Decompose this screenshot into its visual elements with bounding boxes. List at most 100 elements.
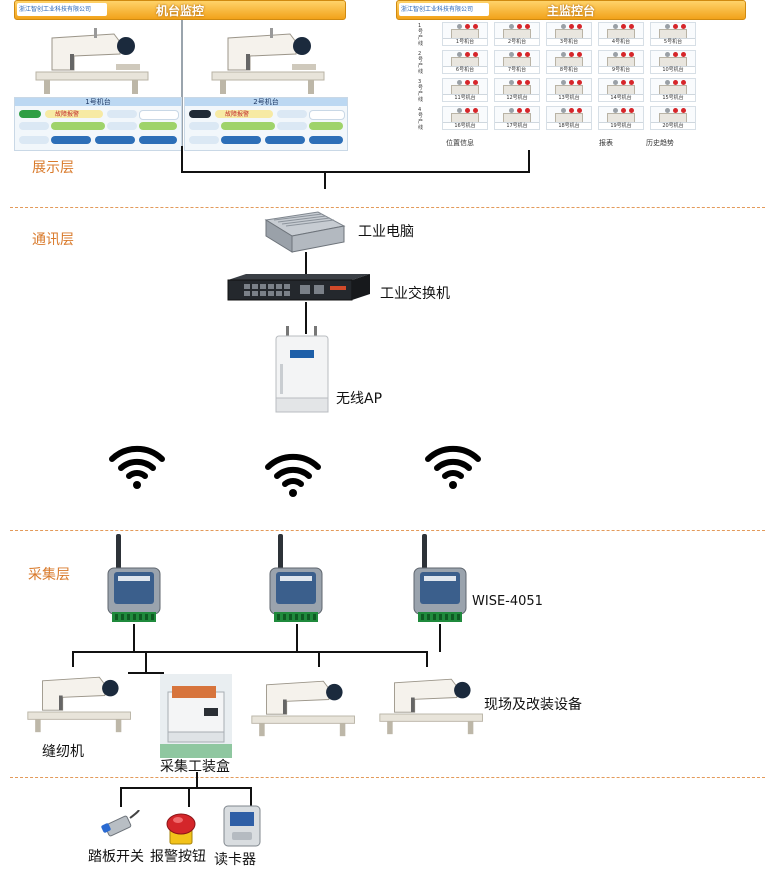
machine-tile-label: 14号机台 <box>599 94 643 101</box>
connector-line <box>426 651 428 667</box>
wireless-ap-icon <box>275 326 329 413</box>
status-light <box>465 108 470 113</box>
machine-tile[interactable]: 15号机台 <box>650 78 696 102</box>
machine-tile[interactable]: 13号机台 <box>546 78 592 102</box>
status-light <box>473 108 478 113</box>
status-light <box>681 52 686 57</box>
machine-tile[interactable]: 5号机台 <box>650 22 696 46</box>
status-light <box>561 108 566 113</box>
report-button[interactable]: 报表 <box>599 139 613 147</box>
card-reader-label: 读卡器 <box>214 852 256 868</box>
connector-line <box>145 651 147 673</box>
acq-layer-label: 采集层 <box>28 567 70 583</box>
machine-tile[interactable]: 17号机台 <box>494 106 540 130</box>
status-light <box>561 52 566 57</box>
status-light <box>509 24 514 29</box>
sewing-machine-image <box>211 28 325 94</box>
status-light <box>561 24 566 29</box>
machine-tile-label: 10号机台 <box>651 66 695 73</box>
status-light <box>525 108 530 113</box>
machine-name-bar: 1号机台 <box>15 98 181 106</box>
machine-tile[interactable]: 19号机台 <box>598 106 644 130</box>
machine-tile[interactable]: 20号机台 <box>650 106 696 130</box>
history-trend-button[interactable]: 历史趋势 <box>646 139 674 147</box>
status-light <box>457 24 462 29</box>
acquisition-box-label: 采集工装盒 <box>160 759 230 775</box>
machine-status-card: 1号机台 故障报警 <box>14 97 182 151</box>
status-light <box>509 52 514 57</box>
connector-line <box>181 171 530 173</box>
production-line-label: 2号产线 <box>418 51 424 75</box>
comm-layer-label: 通讯层 <box>32 232 74 248</box>
machine-tile[interactable]: 1号机台 <box>442 22 488 46</box>
machine-tile[interactable]: 7号机台 <box>494 50 540 74</box>
machine-tile[interactable]: 4号机台 <box>598 22 644 46</box>
machine-alarm-status: 故障报警 <box>55 111 80 118</box>
machine-tile[interactable]: 6号机台 <box>442 50 488 74</box>
machine-tile[interactable]: 9号机台 <box>598 50 644 74</box>
machine-tile[interactable]: 12号机台 <box>494 78 540 102</box>
connector-line <box>196 772 198 788</box>
connector-line <box>72 651 74 667</box>
machine-tile[interactable]: 2号机台 <box>494 22 540 46</box>
onsite-equipment-label: 现场及改装设备 <box>484 697 582 713</box>
machine-tile-label: 15号机台 <box>651 94 695 101</box>
status-light <box>473 52 478 57</box>
status-light <box>673 108 678 113</box>
machine-tile-label: 19号机台 <box>599 122 643 129</box>
status-light <box>629 52 634 57</box>
card-reader-icon <box>223 805 261 847</box>
status-light <box>517 52 522 57</box>
machine-tile[interactable]: 8号机台 <box>546 50 592 74</box>
status-light <box>569 80 574 85</box>
connector-line <box>128 672 164 674</box>
status-light <box>457 108 462 113</box>
status-light <box>525 52 530 57</box>
machine-tile-label: 12号机台 <box>495 94 539 101</box>
machine-tile[interactable]: 18号机台 <box>546 106 592 130</box>
machine-tile-label: 1号机台 <box>443 38 487 45</box>
sewing-machine-label: 缝纫机 <box>42 744 84 760</box>
status-light <box>621 52 626 57</box>
connector-line <box>181 146 183 172</box>
alarm-button-label: 报警按钮 <box>150 849 206 865</box>
wise-module-icon <box>107 534 161 622</box>
position-info-button[interactable]: 位置信息 <box>446 139 474 147</box>
status-light <box>465 24 470 29</box>
sewing-machine-icon <box>379 678 483 735</box>
wifi-icon <box>109 445 165 489</box>
status-light <box>665 108 670 113</box>
connector-line <box>188 787 190 807</box>
industrial-pc-label: 工业电脑 <box>358 224 414 240</box>
status-light <box>681 24 686 29</box>
machine-tile[interactable]: 11号机台 <box>442 78 488 102</box>
machine-tile-label: 8号机台 <box>547 66 591 73</box>
machine-monitor-panel: 浙江智创工业科技有限公司 机台监控 1号机台 故障报警 <box>14 0 348 151</box>
status-light <box>629 80 634 85</box>
machine-tile[interactable]: 10号机台 <box>650 50 696 74</box>
status-light <box>473 24 478 29</box>
machine-tile[interactable]: 16号机台 <box>442 106 488 130</box>
machine-tile-label: 13号机台 <box>547 94 591 101</box>
machine-tile[interactable]: 14号机台 <box>598 78 644 102</box>
wifi-icon <box>425 445 481 489</box>
company-logo: 浙江智创工业科技有限公司 <box>399 3 489 16</box>
main-console-title: 主监控台 <box>546 4 595 18</box>
machine-tile-label: 6号机台 <box>443 66 487 73</box>
connector-line <box>439 624 441 652</box>
connector-line <box>318 651 320 667</box>
connector-line <box>324 171 326 189</box>
production-line-label: 3号产线 <box>418 79 424 103</box>
status-light <box>673 80 678 85</box>
status-light <box>465 52 470 57</box>
machine-tile-label: 20号机台 <box>651 122 695 129</box>
layer-divider <box>10 207 765 208</box>
machine-tile-label: 17号机台 <box>495 122 539 129</box>
machine-tile[interactable]: 3号机台 <box>546 22 592 46</box>
status-light <box>681 80 686 85</box>
main-console-header: 浙江智创工业科技有限公司 主监控台 <box>396 0 746 20</box>
status-light <box>509 108 514 113</box>
status-light <box>629 24 634 29</box>
production-line-label: 4号产线 <box>418 107 424 131</box>
